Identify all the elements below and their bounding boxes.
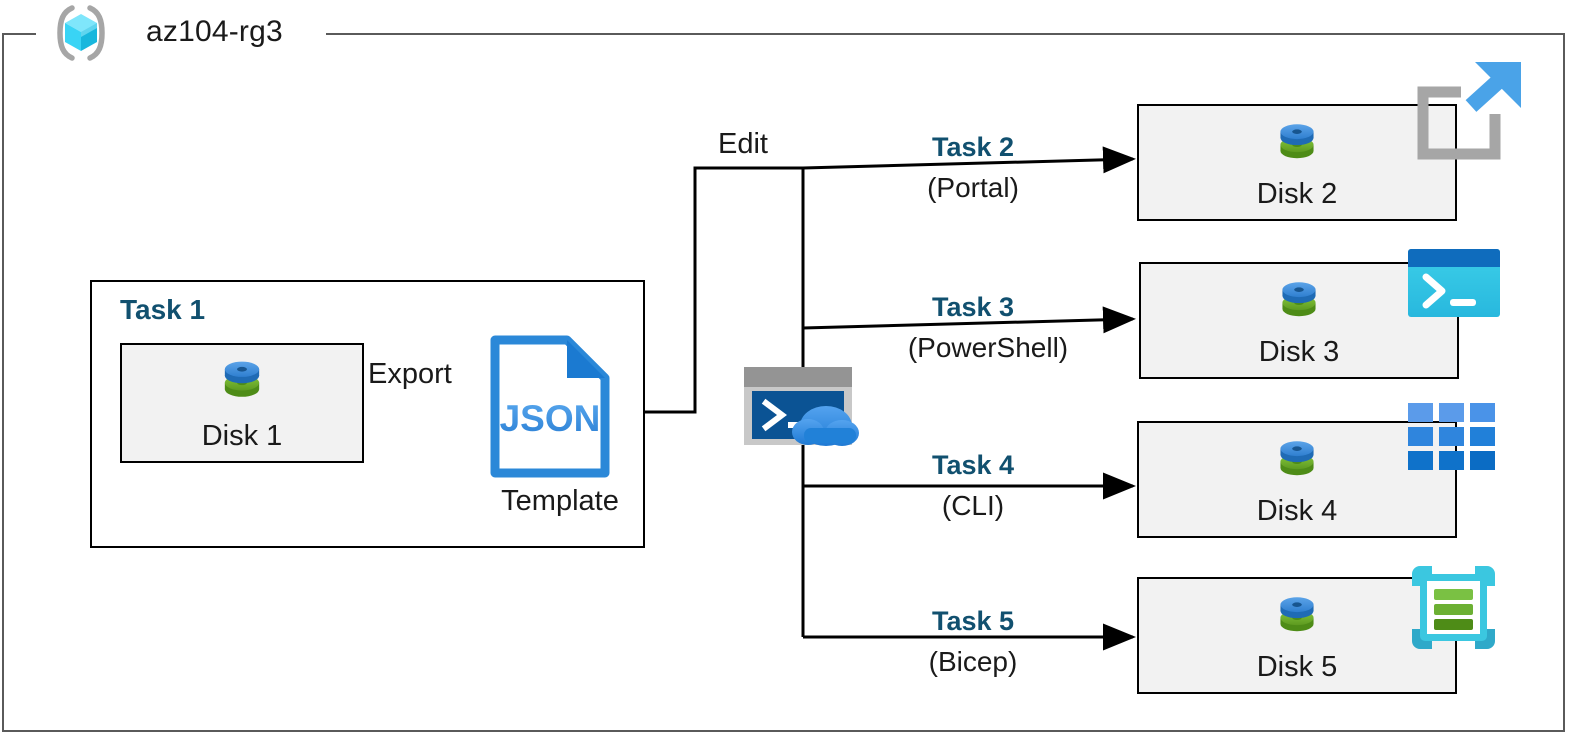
json-icon-text: JSON (500, 398, 601, 439)
task3-sublabel: (PowerShell) (907, 332, 1069, 363)
disk5-box[interactable]: Disk 5 (1137, 577, 1457, 694)
task2-label: Task 2 (931, 132, 1015, 162)
managed-disk-icon (1270, 433, 1324, 492)
task3-label: Task 3 (931, 292, 1015, 322)
bicep-template-icon (1406, 560, 1501, 655)
disk2-caption: Disk 2 (1256, 178, 1338, 210)
task1-label: Task 1 (120, 294, 206, 325)
disk3-caption: Disk 3 (1258, 336, 1340, 368)
disk1-box[interactable]: Disk 1 (120, 343, 364, 463)
cloud-shell-icon (742, 364, 867, 449)
resource-group-frame (2, 33, 1565, 732)
disk5-caption: Disk 5 (1256, 651, 1338, 683)
task2-sublabel: (Portal) (927, 172, 1019, 203)
azure-cli-icon (1408, 403, 1496, 471)
task4-label: Task 4 (931, 450, 1015, 480)
managed-disk-icon (1272, 274, 1326, 333)
disk4-caption: Disk 4 (1256, 495, 1338, 527)
disk1-caption: Disk 1 (201, 420, 283, 452)
cloud-shape (792, 406, 859, 446)
task5-label: Task 5 (931, 606, 1015, 636)
managed-disk-icon (1270, 589, 1324, 648)
azure-portal-icon (1409, 62, 1524, 172)
task4-sublabel: (CLI) (941, 490, 1005, 521)
disk3-box[interactable]: Disk 3 (1139, 262, 1459, 379)
json-file-icon: JSON (489, 334, 611, 479)
resource-group-cube-icon (50, 2, 112, 64)
managed-disk-icon (1270, 116, 1324, 175)
template-caption: Template (501, 485, 619, 517)
resource-group-name: az104-rg3 (146, 15, 283, 48)
export-label: Export (368, 358, 452, 390)
edit-label: Edit (718, 128, 768, 160)
disk4-box[interactable]: Disk 4 (1137, 421, 1457, 538)
managed-disk-icon (214, 353, 270, 414)
powershell-icon (1408, 249, 1500, 317)
task5-sublabel: (Bicep) (928, 646, 1018, 677)
disk2-box[interactable]: Disk 2 (1137, 104, 1457, 221)
